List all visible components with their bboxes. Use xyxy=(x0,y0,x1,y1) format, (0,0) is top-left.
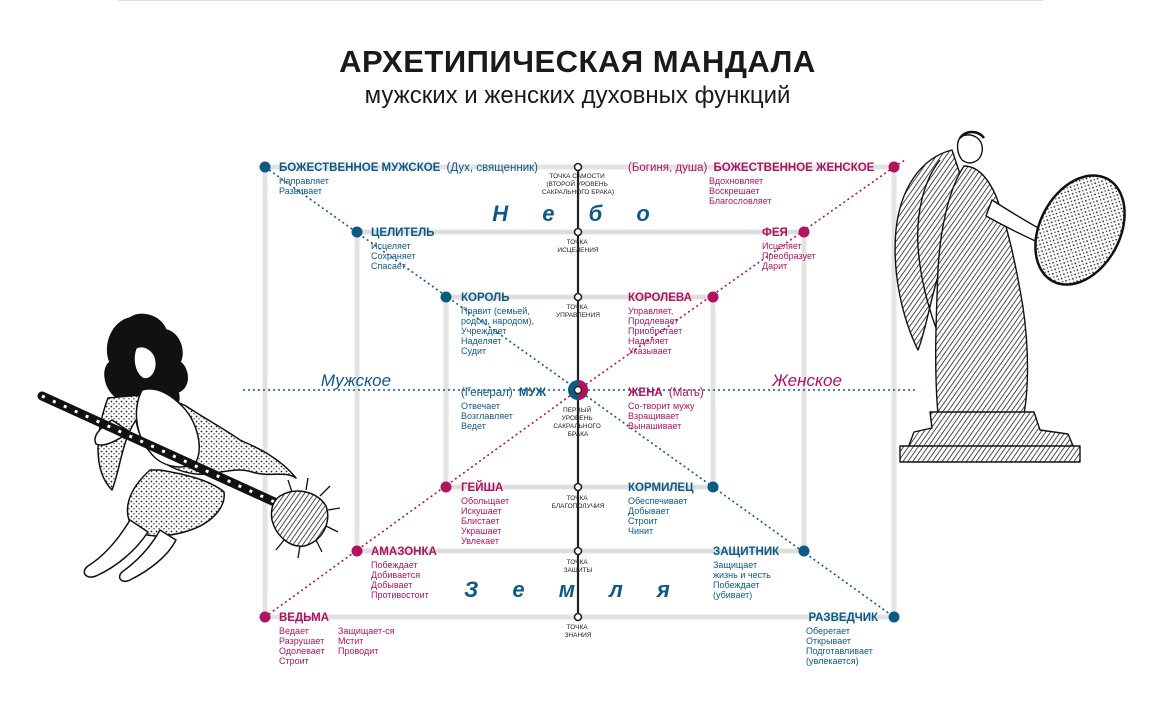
angel-statue-illustration xyxy=(894,130,1126,463)
dot-fairy xyxy=(798,226,810,238)
geisha-functions: Обольщает Искушает Блистает Украшает Увл… xyxy=(461,496,512,546)
wife-title: ЖЕНА (Мать) xyxy=(627,387,704,399)
dot-amazon xyxy=(351,545,363,557)
zone-female-label: Женское xyxy=(771,371,842,390)
point-wellbeing-label: ТОЧКА БЛАГОПОЛУЧИЯ xyxy=(552,495,605,510)
amazon-title: АМАЗОНКА xyxy=(371,546,437,558)
king-functions: Правит (семьей, родом, народом), Учрежда… xyxy=(461,306,537,356)
healer-title: ЦЕЛИТЕЛЬ xyxy=(371,227,434,239)
point-healing xyxy=(573,227,583,237)
point-center-label: ПЕРВЫЙ УРОВЕНЬ САКРАЛЬНОГО БРАКА xyxy=(553,405,602,438)
fairy-functions: Исцеляет Преобразует Дарит xyxy=(762,241,818,271)
dot-divine-female xyxy=(888,161,900,173)
dot-witch xyxy=(259,611,271,623)
scout-title: РАЗВЕДЧИК xyxy=(808,612,879,624)
provider-title: КОРМИЛЕЦ xyxy=(628,482,694,494)
witch-illustration xyxy=(37,313,341,583)
queen-functions: Управляет, Продлевает Приобретает Наделя… xyxy=(628,306,685,356)
dot-geisha xyxy=(440,481,452,493)
king-title: КОРОЛЬ xyxy=(461,292,509,304)
amazon-functions: Побеждает Добивается Добывает Противосто… xyxy=(371,560,429,600)
point-wellbeing xyxy=(573,482,583,492)
defender-functions: Защищает жизнь и честь Побеждает (убивае… xyxy=(713,560,773,600)
dot-healer xyxy=(351,226,363,238)
dot-king xyxy=(440,291,452,303)
point-control xyxy=(573,292,583,302)
point-healing-label: ТОЧКА ИСЦЕЛЕНИЯ xyxy=(557,239,598,254)
dot-divine-male xyxy=(259,161,271,173)
witch-functions-2: Защищает-ся Мстит Проводит xyxy=(338,626,397,656)
defender-title: ЗАЩИТНИК xyxy=(713,546,780,558)
provider-functions: Обеспечивает Добывает Строит Чинит xyxy=(628,496,690,536)
point-labels: ТОЧКА САМОСТИ (ВТОРОЙ УРОВЕНЬ САКРАЛЬНОГ… xyxy=(542,173,614,639)
center-point xyxy=(568,380,588,400)
page-title: АРХЕТИПИЧЕСКАЯ МАНДАЛА xyxy=(339,44,816,79)
point-knowledge xyxy=(573,612,583,622)
point-self-label: ТОЧКА САМОСТИ (ВТОРОЙ УРОВЕНЬ САКРАЛЬНОГ… xyxy=(542,173,614,196)
diagonal-male-upper xyxy=(264,166,579,391)
axis-points xyxy=(573,162,583,622)
point-protection xyxy=(573,546,583,556)
wife-functions: Со-творит мужу Взращивает Вынашивает xyxy=(628,401,697,431)
geisha-title: ГЕЙША xyxy=(461,481,503,494)
dot-provider xyxy=(707,481,719,493)
fairy-title: ФЕЯ xyxy=(762,227,788,239)
dot-defender xyxy=(798,545,810,557)
top-divider xyxy=(118,0,1043,1)
zone-male-label: Мужское xyxy=(321,371,391,390)
husband-title: (Генерал) МУЖ xyxy=(461,387,547,399)
divine-female-title: (Богиня, душа) БОЖЕСТВЕННОЕ ЖЕНСКОЕ xyxy=(628,162,875,174)
point-self xyxy=(573,162,583,172)
queen-title: КОРОЛЕВА xyxy=(628,292,692,304)
dot-scout xyxy=(888,611,900,623)
husband-functions: Отвечает Возглавляет Ведет xyxy=(461,401,515,431)
witch-title: ВЕДЬМА xyxy=(279,612,329,624)
dot-queen xyxy=(707,291,719,303)
healer-functions: Исцеляет Сохраняет Спасает xyxy=(371,241,418,271)
zone-earth-label: З е м л я xyxy=(464,577,684,602)
zone-sky-label: Н е б о xyxy=(492,201,664,226)
scout-functions: Оберегает Открывает Подготавливает (увле… xyxy=(806,626,875,666)
divine-male-functions: Направляет Развивает xyxy=(279,176,331,196)
witch-functions: Ведает Разрушает Одолевает Строит xyxy=(279,626,327,666)
divine-male-title: БОЖЕСТВЕННОЕ МУЖСКОЕ (Дух, священник) xyxy=(279,162,538,174)
point-knowledge-label: ТОЧКА ЗНАНИЯ xyxy=(564,624,591,639)
archetype-dots xyxy=(259,161,900,623)
point-protection-label: ТОЧКА ЗАЩИТЫ xyxy=(564,559,593,574)
divine-female-functions: Вдохновляет Воскрешает Благословляет xyxy=(709,176,772,206)
point-control-label: ТОЧКА УПРАВЛЕНИЯ xyxy=(556,304,600,319)
page-subtitle: мужских и женских духовных функций xyxy=(364,82,791,109)
